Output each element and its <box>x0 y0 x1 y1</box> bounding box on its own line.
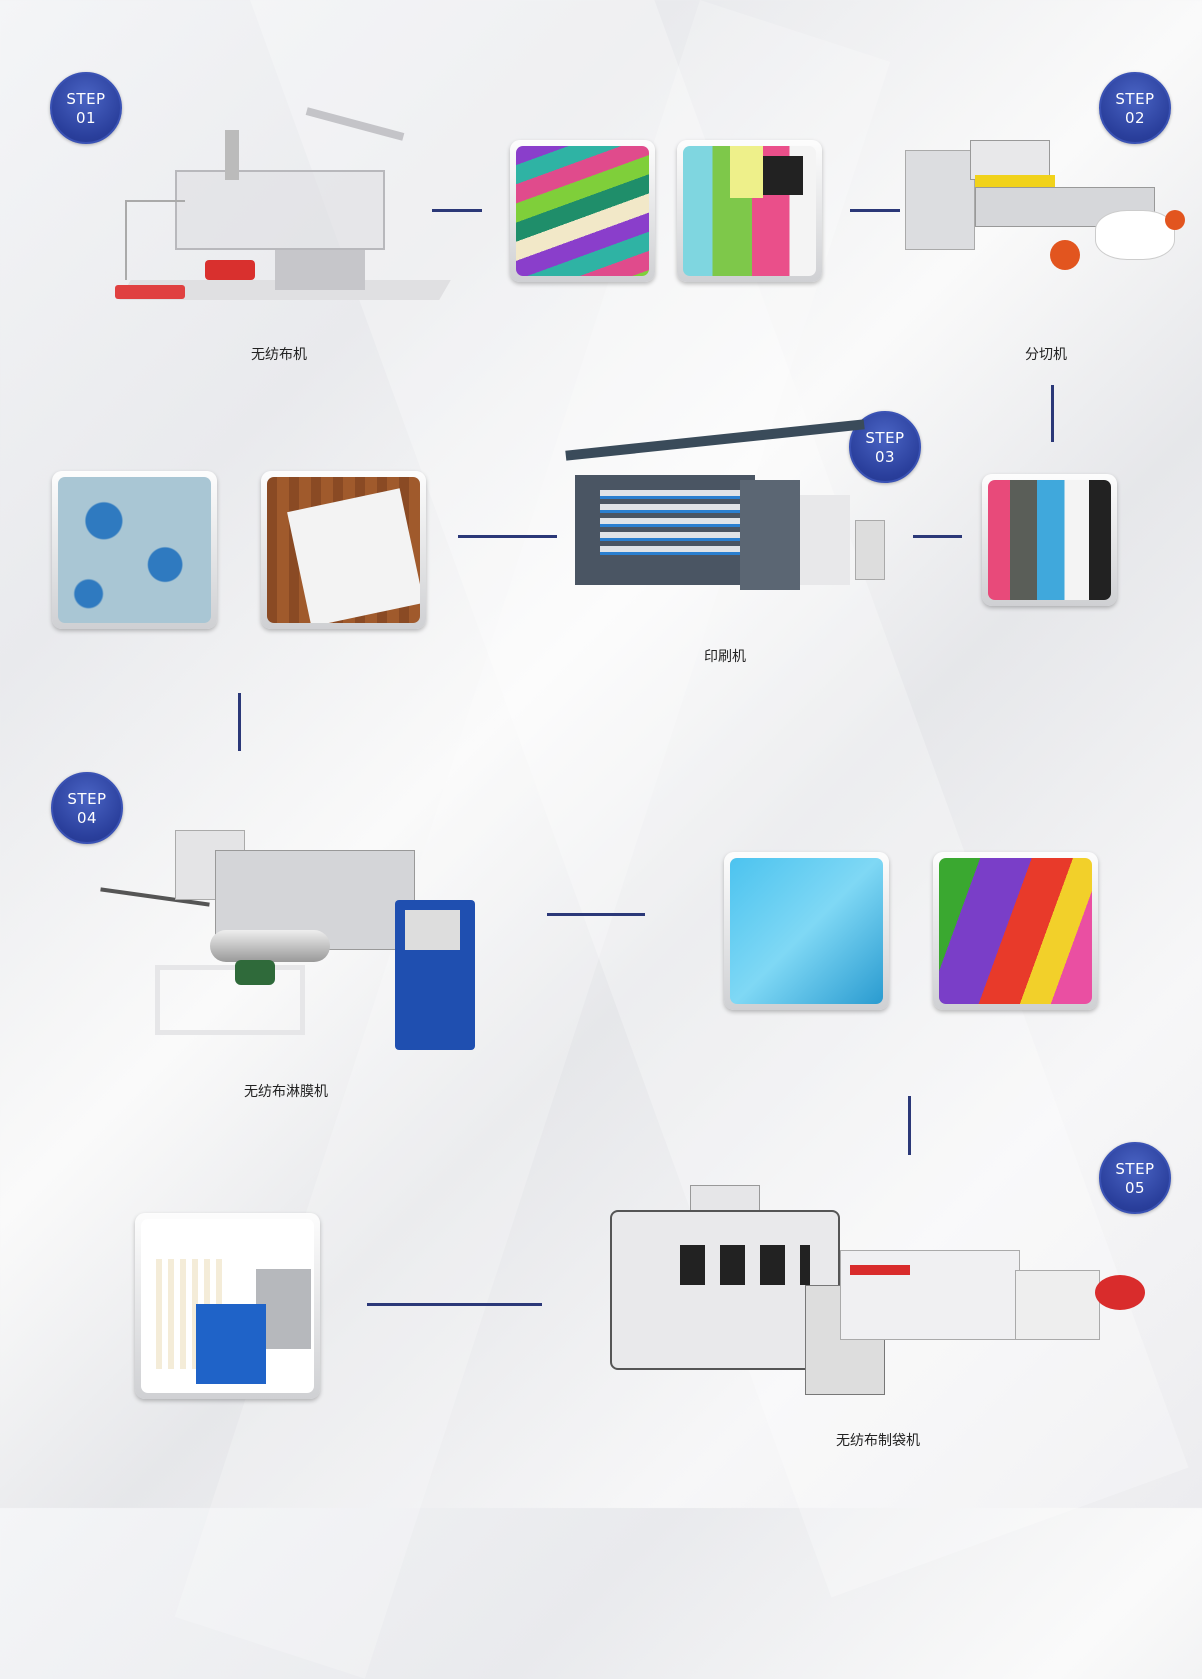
floral-printed-fabric-image <box>52 471 217 629</box>
printing-machine-image <box>560 419 895 610</box>
step-number: 04 <box>76 809 98 827</box>
connector-line <box>238 693 241 751</box>
connector-line <box>1051 385 1054 442</box>
bag-making-machine-image <box>605 1185 1150 1400</box>
step-number: 05 <box>1124 1179 1146 1197</box>
step-number: 01 <box>75 109 97 127</box>
laminating-machine-image <box>95 800 478 1070</box>
step-number: 03 <box>874 448 896 466</box>
connector-line <box>432 209 482 212</box>
step-number: 02 <box>1124 109 1146 127</box>
fabric-rolls-standing-image <box>677 140 822 282</box>
colored-fabric-rolls-image <box>510 140 655 282</box>
colored-fabric-sheets-image <box>933 852 1098 1010</box>
step-label: STEP <box>865 429 905 447</box>
step-label: STEP <box>66 90 106 108</box>
step-label: STEP <box>1115 1160 1155 1178</box>
machine-label: 无纺布淋膜机 <box>244 1084 328 1100</box>
blue-fabric-image <box>724 852 889 1010</box>
connector-line <box>908 1096 911 1155</box>
machine-label: 分切机 <box>1025 347 1067 363</box>
connector-line <box>850 209 900 212</box>
printed-white-fabric-image <box>261 471 426 629</box>
nonwoven-machine-image <box>105 107 451 320</box>
fabric-rolls-colors-image <box>982 474 1117 606</box>
slitting-machine-image <box>900 125 1190 310</box>
step-label: STEP <box>67 790 107 808</box>
nonwoven-bags-image <box>135 1213 320 1399</box>
machine-label: 无纺布机 <box>251 347 307 363</box>
connector-line <box>913 535 962 538</box>
machine-label: 无纺布制袋机 <box>836 1433 920 1449</box>
machine-label: 印刷机 <box>704 649 746 665</box>
connector-line <box>367 1303 542 1306</box>
step-label: STEP <box>1115 90 1155 108</box>
connector-line <box>458 535 557 538</box>
connector-line <box>547 913 645 916</box>
